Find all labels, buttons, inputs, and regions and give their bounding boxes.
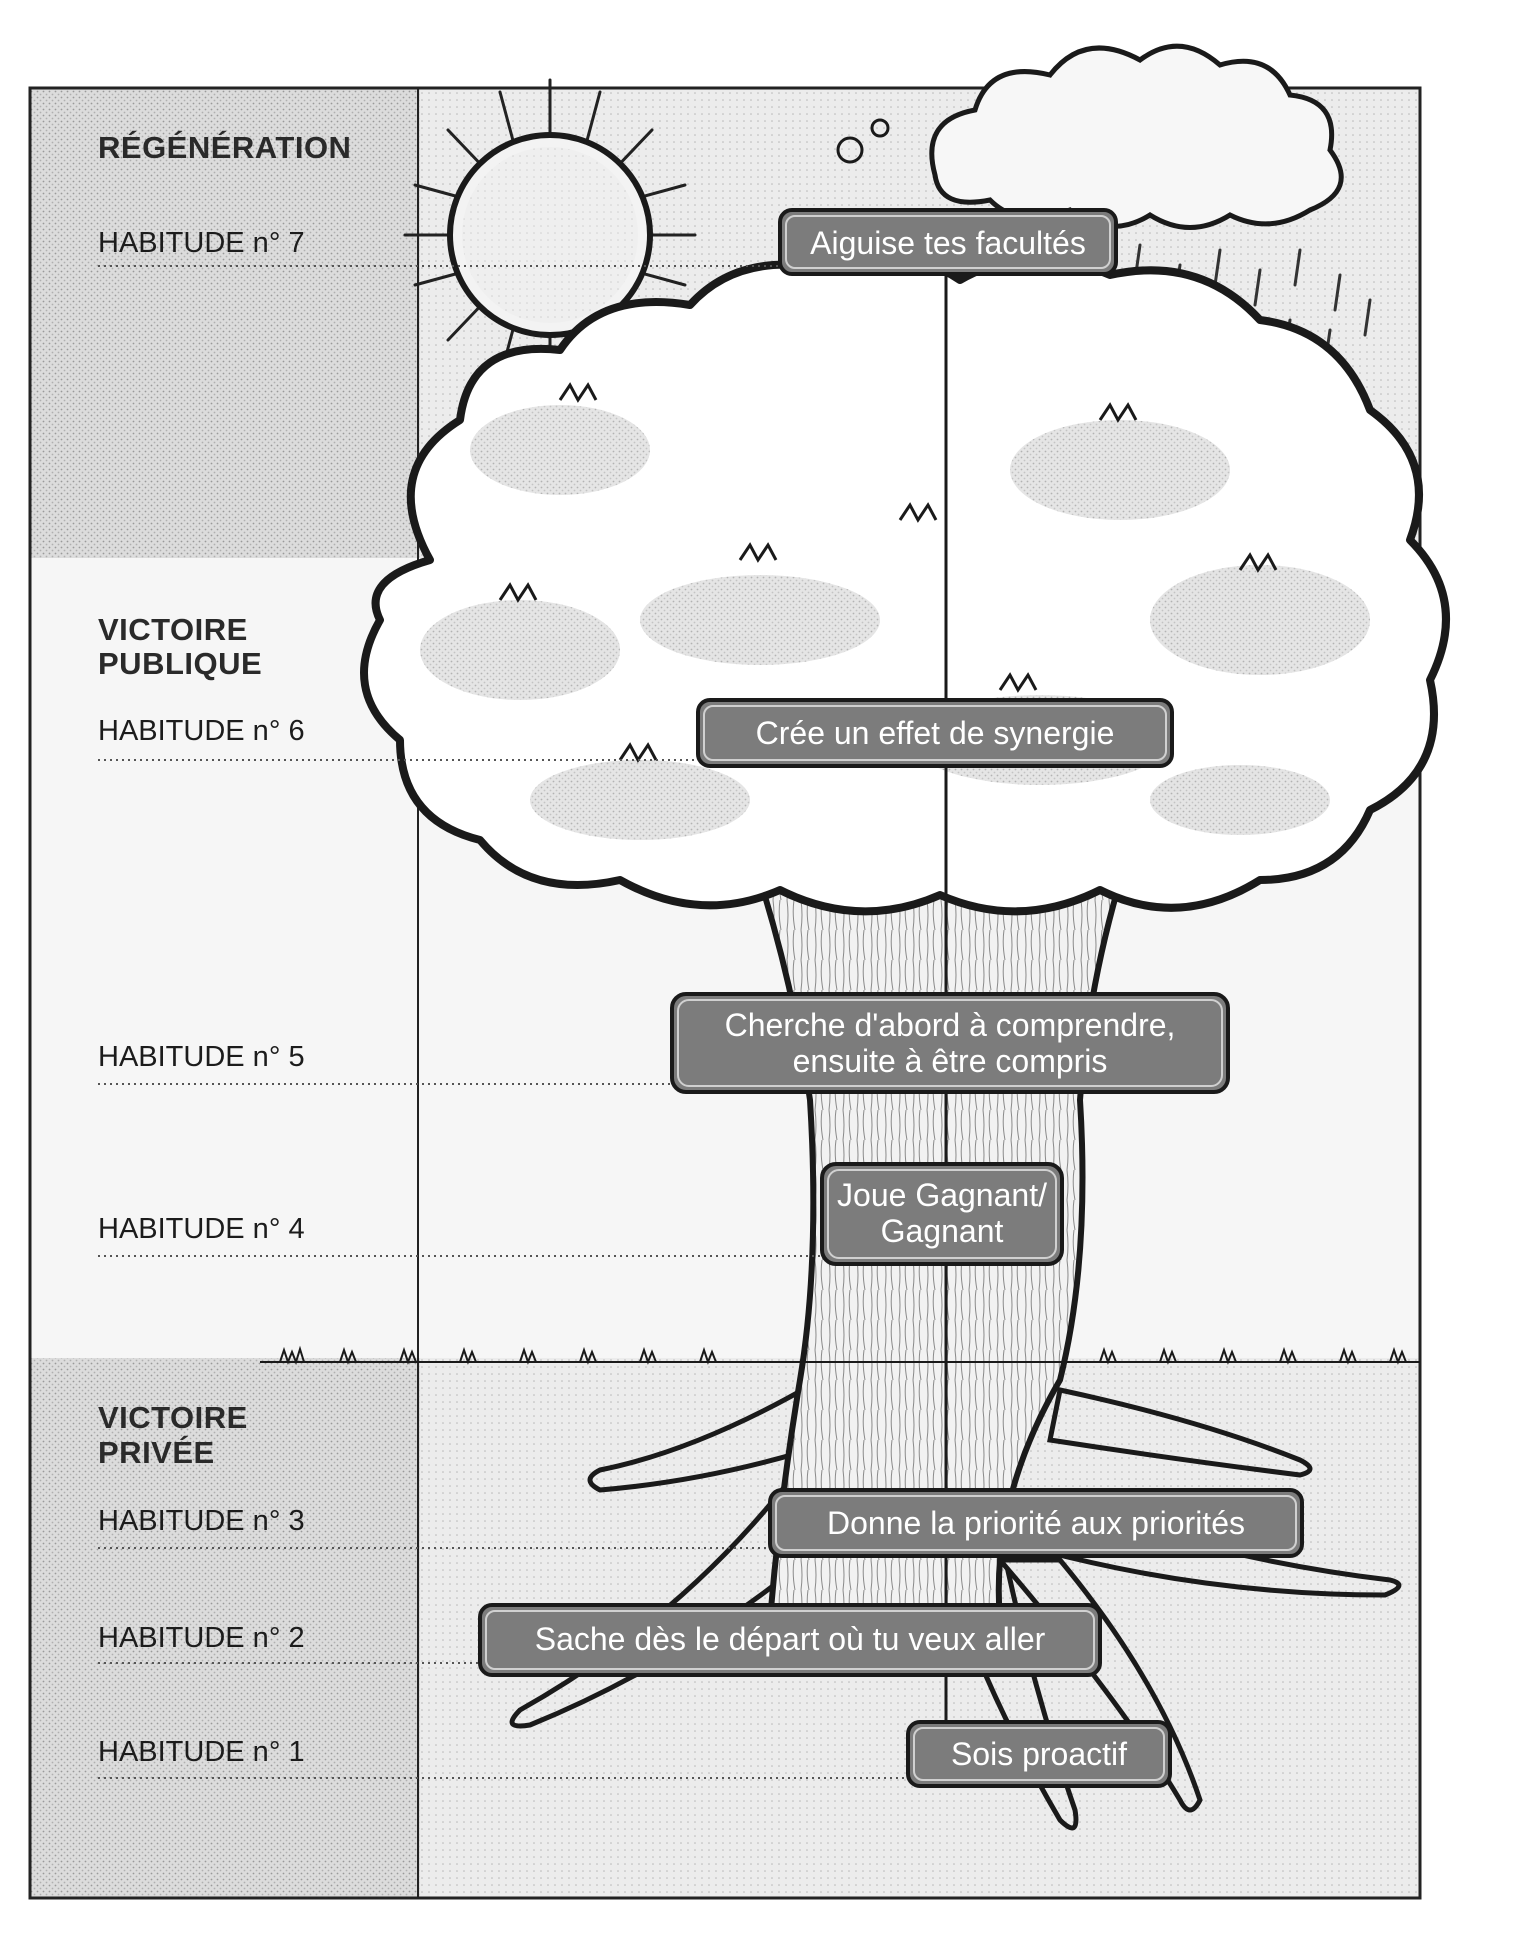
habit-box-3-text: Donne la priorité aux priorités — [827, 1505, 1245, 1541]
tree-icon — [360, 253, 1450, 916]
section-titles: RÉGÉNÉRATION VICTOIRE PUBLIQUE VICTOIRE … — [98, 130, 351, 1470]
habit-label-6: HABITUDE n° 6 — [98, 715, 305, 747]
habit-boxes: Aiguise tes facultés Crée un effet de sy… — [478, 208, 1304, 1788]
habit-label-5: HABITUDE n° 5 — [98, 1041, 305, 1073]
section-title-regeneration: RÉGÉNÉRATION — [98, 130, 351, 165]
section-title-public-victory-line2: PUBLIQUE — [98, 646, 262, 681]
habit-box-1-text: Sois proactif — [951, 1736, 1127, 1772]
habit-box-2: Sache dès le départ où tu veux aller — [478, 1603, 1102, 1677]
habit-label-1: HABITUDE n° 1 — [98, 1736, 305, 1768]
habit-box-5-text-line1: Cherche d'abord à comprendre, — [725, 1007, 1176, 1043]
left-shade-top — [30, 88, 420, 558]
habit-box-4-text-line1: Joue Gagnant/ — [837, 1177, 1047, 1213]
section-title-private-victory-line2: PRIVÉE — [98, 1435, 215, 1470]
page-border — [28, 86, 1422, 1900]
habit-box-7-text: Aiguise tes facultés — [810, 225, 1086, 261]
habit-box-2-text: Sache dès le départ où tu veux aller — [535, 1621, 1046, 1657]
section-title-public-victory-line1: VICTOIRE — [98, 612, 248, 647]
habit-box-5: Cherche d'abord à comprendre, ensuite à … — [670, 992, 1230, 1094]
habit-box-4-text-line2: Gagnant — [881, 1213, 1004, 1249]
habit-box-6-text: Crée un effet de synergie — [756, 715, 1115, 751]
section-title-private-victory-line1: VICTOIRE — [98, 1400, 248, 1435]
habit-label-7: HABITUDE n° 7 — [98, 227, 305, 259]
habit-label-2: HABITUDE n° 2 — [98, 1622, 305, 1654]
habit-label-3: HABITUDE n° 3 — [98, 1505, 305, 1537]
sun-icon — [403, 78, 697, 387]
habit-box-4: Joue Gagnant/ Gagnant — [820, 1162, 1064, 1266]
habit-label-4: HABITUDE n° 4 — [98, 1213, 305, 1245]
habit-box-3: Donne la priorité aux priorités — [768, 1488, 1304, 1558]
left-shade-bottom — [30, 1358, 420, 1898]
habit-labels: HABITUDE n° 7 HABITUDE n° 6 HABITUDE n° … — [98, 227, 908, 1779]
habit-box-6: Crée un effet de synergie — [696, 698, 1174, 768]
habit-box-1: Sois proactif — [906, 1720, 1172, 1788]
habit-box-5-text-line2: ensuite à être compris — [793, 1043, 1108, 1079]
grass-icon — [260, 1345, 1420, 1366]
habit-box-7: Aiguise tes facultés — [778, 208, 1118, 276]
